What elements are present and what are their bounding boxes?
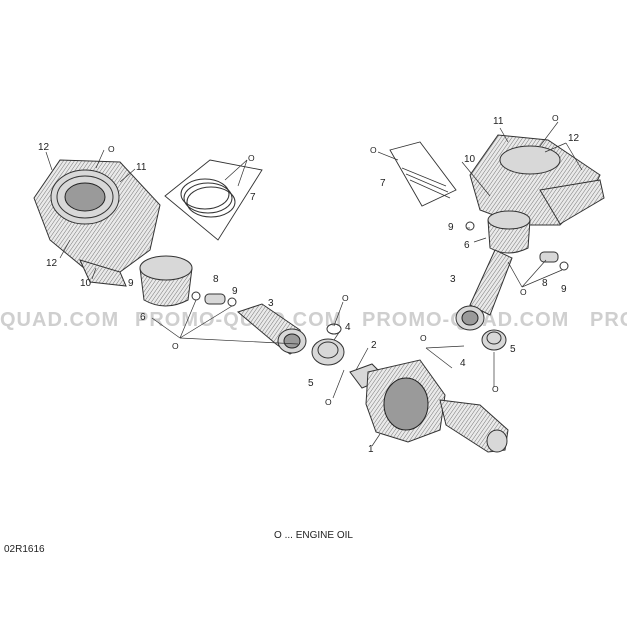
left-piston-ring-set <box>164 159 263 241</box>
oil-mark: O <box>172 341 179 351</box>
right-bearing <box>481 329 507 351</box>
callout-12-left-bottom: 12 <box>46 258 58 269</box>
callout-10-right: 10 <box>464 154 476 165</box>
callout-1: 1 <box>368 444 374 455</box>
right-connecting-rod <box>455 249 513 331</box>
callout-4-left: 4 <box>345 322 351 333</box>
callout-3-right: 3 <box>450 274 456 285</box>
engine-oil-legend: O ... ENGINE OIL <box>0 530 627 541</box>
callout-9-right-b: 9 <box>561 284 567 295</box>
callout-5-right: 5 <box>510 344 516 355</box>
oil-mark: O <box>325 397 332 407</box>
right-piston <box>487 210 531 254</box>
oil-mark: O <box>552 113 559 123</box>
diagram-reference-code: 02R1616 <box>4 544 45 555</box>
oil-mark: O <box>342 293 349 303</box>
callout-8-left: 8 <box>213 274 219 285</box>
legend-symbol: O <box>274 530 282 541</box>
callout-9-left-b: 9 <box>232 286 238 297</box>
callout-7-right: 7 <box>380 178 386 189</box>
callout-6-right: 6 <box>464 240 470 251</box>
callout-12-right: 12 <box>568 133 580 144</box>
callout-9-right-a: 9 <box>448 222 454 233</box>
legend-text: ... ENGINE OIL <box>284 530 353 541</box>
left-cylinder <box>33 159 161 287</box>
oil-mark: O <box>420 333 427 343</box>
engine-oil-marks: O O O O O O O O O O <box>108 113 559 407</box>
callout-9-left-a: 9 <box>128 278 134 289</box>
callout-11-left: 11 <box>136 162 147 173</box>
oil-mark: O <box>520 287 527 297</box>
left-piston <box>139 255 193 307</box>
callout-4-right: 4 <box>460 358 466 369</box>
left-wrist-pin-and-clips <box>191 291 237 307</box>
callout-7-left: 7 <box>250 192 256 203</box>
callout-6-left: 6 <box>140 312 146 323</box>
left-connecting-rod <box>236 303 307 355</box>
oil-mark: O <box>370 145 377 155</box>
callout-2: 2 <box>371 340 377 351</box>
callout-5-left: 5 <box>308 378 314 389</box>
oil-mark: O <box>248 153 255 163</box>
leader-lines <box>45 121 583 447</box>
callout-12-left-top: 12 <box>38 142 50 153</box>
watermark-left: QUAD.COM <box>0 309 119 331</box>
right-cylinder <box>469 134 605 226</box>
callout-11-right: 11 <box>493 116 504 127</box>
callout-3-left: 3 <box>268 298 274 309</box>
right-piston-ring-set <box>389 141 457 207</box>
crankshaft <box>349 359 509 453</box>
right-wrist-pin-and-clips <box>465 221 569 271</box>
left-bearing <box>311 323 345 366</box>
callout-10-left: 10 <box>80 278 92 289</box>
callout-8-right: 8 <box>542 278 548 289</box>
oil-mark: O <box>492 384 499 394</box>
watermark-right: PRO <box>590 309 627 331</box>
callout-labels: 12 11 12 10 9 8 9 6 7 3 4 5 2 1 4 5 3 6 … <box>38 116 580 455</box>
oil-mark: O <box>108 144 115 154</box>
